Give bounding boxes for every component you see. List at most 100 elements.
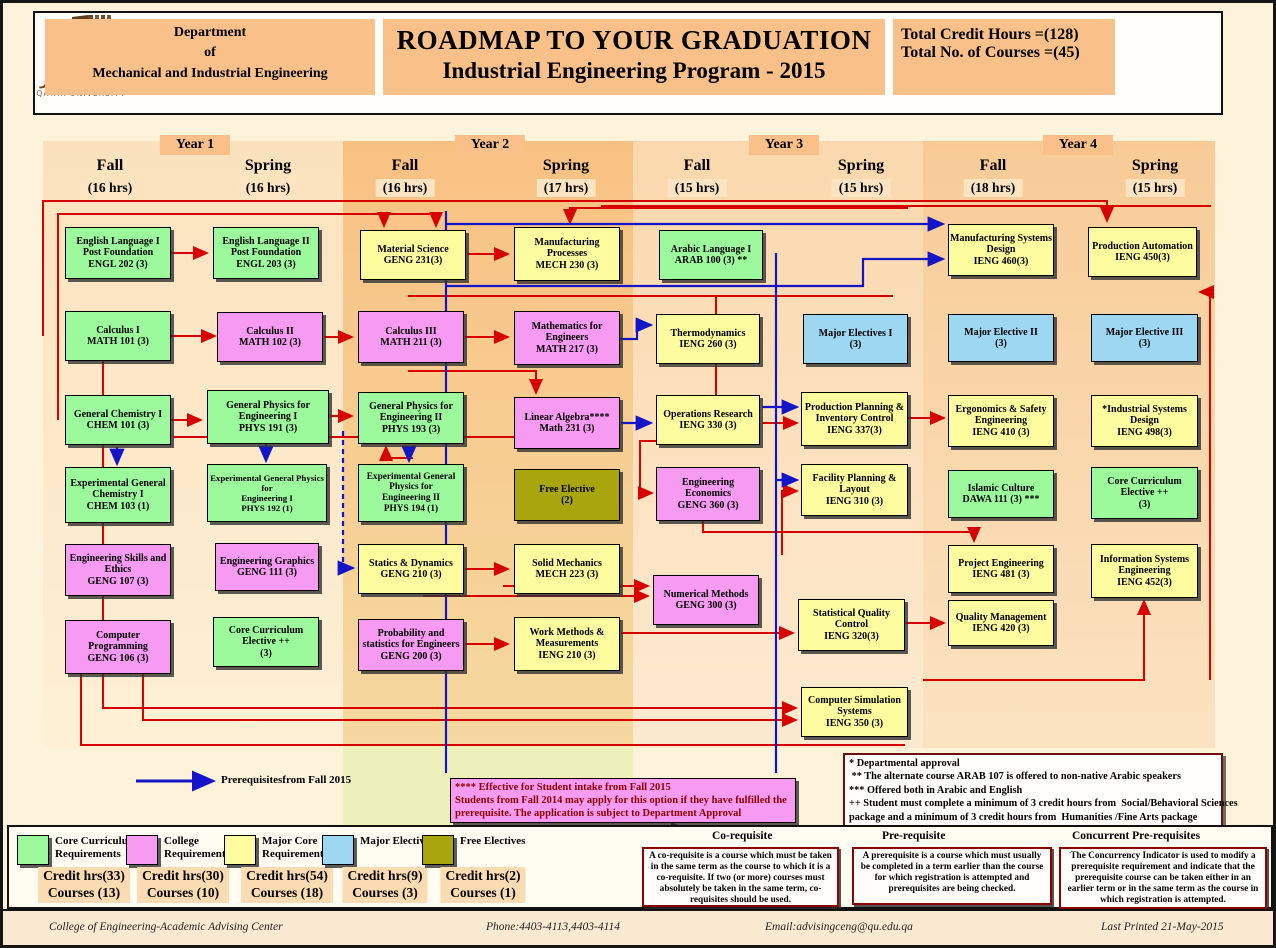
term-label-2: Fall bbox=[391, 157, 419, 174]
term-label-3: Spring bbox=[542, 157, 590, 174]
course-geng200: Probability and statistics for Engineers… bbox=[358, 619, 464, 671]
term-label-4: Fall bbox=[683, 157, 711, 174]
footnote-line-0: * Departmental approval bbox=[849, 758, 960, 769]
prerequisite-arrow-12 bbox=[563, 207, 908, 225]
prerequisite-arrow-15 bbox=[408, 370, 543, 395]
arrow-legend-name-1: Pre-requisite bbox=[882, 830, 946, 842]
program-subtitle: Industrial Engineering Program - 2015 bbox=[442, 58, 826, 83]
footer-last-printed: Last Printed 21-May-2015 bbox=[1101, 921, 1224, 933]
legend-category-credits-1: Credit hrs(30) Courses (10) bbox=[137, 867, 229, 903]
legend-swatch-p bbox=[126, 835, 158, 865]
prerequisite-arrow-9 bbox=[42, 200, 1114, 336]
course-geng111: Engineering Graphics GENG 111 (3) bbox=[215, 543, 319, 591]
course-major-elective-3: Major Elective III (3) bbox=[1091, 314, 1198, 362]
linear-algebra-note: **** Effective for Student intake from F… bbox=[450, 778, 796, 824]
legend-category-label-0: Core Curriculum Requirements bbox=[55, 835, 137, 861]
prerequisite-arrows-layer bbox=[42, 200, 1214, 852]
term-hours-3: (17 hrs) bbox=[536, 179, 596, 197]
course-ieng260: Thermodynamics IENG 260 (3) bbox=[656, 314, 760, 364]
course-geng231: Material Science GENG 231(3) bbox=[360, 230, 466, 280]
course-mech223: Solid Mechanics MECH 223 (3) bbox=[514, 544, 620, 594]
term-hours-2: (16 hrs) bbox=[375, 179, 435, 197]
term-label-0: Fall bbox=[96, 157, 124, 174]
course-arab100: Arabic Language I ARAB 100 (3) ** bbox=[659, 230, 763, 280]
footnote-line-3: ++ Student must complete a minimum of 3 … bbox=[849, 798, 1238, 810]
term-label-7: Spring bbox=[1131, 157, 1179, 174]
legend-category-label-1: College Requirements bbox=[164, 835, 230, 861]
prerequisite-arrow-11 bbox=[384, 212, 443, 228]
course-math211: Calculus III MATH 211 (3) bbox=[358, 311, 464, 363]
course-ieng350: Computer Simulation Systems IENG 350 (3) bbox=[801, 687, 908, 737]
course-ieng337: Production Planning & Inventory Control … bbox=[801, 392, 908, 446]
course-free-elective: Free Elective (2) bbox=[514, 469, 620, 521]
legend-swatch-g bbox=[17, 835, 49, 865]
term-hours-4: (15 hrs) bbox=[667, 179, 727, 197]
prerequisite-arrow-29 bbox=[80, 674, 905, 746]
legend-category-credits-2: Credit hrs(54) Courses (18) bbox=[241, 867, 333, 903]
legend-swatch-y bbox=[224, 835, 256, 865]
legend-category-label-2: Major Core Requirements bbox=[262, 835, 328, 861]
legend-category-label-4: Free Electives bbox=[460, 835, 526, 847]
department-title: Department of Mechanical and Industrial … bbox=[45, 19, 375, 95]
term-hours-1: (16 hrs) bbox=[238, 179, 298, 197]
term-label-5: Spring bbox=[837, 157, 885, 174]
year-label-4: Year 4 bbox=[1042, 135, 1114, 155]
legend-category-credits-3: Credit hrs(9) Courses (3) bbox=[342, 867, 428, 903]
prerequisite-arrow-28 bbox=[923, 599, 1151, 681]
year-label-3: Year 3 bbox=[748, 135, 820, 155]
course-phys194: Experimental General Physics for Enginee… bbox=[358, 464, 464, 522]
course-ieng420: Quality Management IENG 420 (3) bbox=[948, 600, 1054, 646]
course-ieng481: Project Engineering IENG 481 (3) bbox=[948, 545, 1054, 593]
prerequisite-arrow-18 bbox=[781, 484, 799, 555]
course-phys191: General Physics for Engineering I PHYS 1… bbox=[207, 390, 329, 444]
prerequisite-arrow-26 bbox=[702, 521, 981, 543]
legend-category-credits-0: Credit hrs(33) Courses (13) bbox=[38, 867, 130, 903]
term-hours-5: (15 hrs) bbox=[831, 179, 891, 197]
term-label-1: Spring bbox=[244, 157, 292, 174]
course-ieng320: Statistical Quality Control IENG 320(3) bbox=[798, 599, 905, 651]
arrow-legend-desc-0: A co-requisite is a course which must be… bbox=[642, 847, 839, 907]
footnote-line-1: ** The alternate course ARAB 107 is offe… bbox=[849, 771, 1181, 783]
term-label-6: Fall bbox=[979, 157, 1007, 174]
course-ieng498: *Industrial Systems Design IENG 498(3) bbox=[1091, 395, 1198, 447]
course-math217: Mathematics for Engineers MATH 217 (3) bbox=[514, 311, 620, 365]
edge-44 bbox=[337, 431, 356, 576]
course-ieng410: Ergonomics & Safety Engineering IENG 410… bbox=[948, 395, 1054, 447]
course-engl203: English Language II Post Foundation ENGL… bbox=[213, 227, 319, 279]
prerequisite-arrow-27 bbox=[1198, 285, 1214, 680]
term-hours-0: (16 hrs) bbox=[80, 179, 140, 197]
course-geng300: Numerical Methods GENG 300 (3) bbox=[653, 575, 759, 625]
course-math102: Calculus II MATH 102 (3) bbox=[217, 312, 323, 362]
course-geng210: Statics & Dynamics GENG 210 (3) bbox=[358, 544, 464, 594]
footnote-line-4: package and a minimum of 3 credit hours … bbox=[849, 811, 1198, 823]
arrow-legend-desc-1: A prerequisite is a course which must us… bbox=[852, 847, 1052, 905]
course-math231: Linear Algebra**** Math 231 (3) bbox=[514, 397, 620, 449]
course-dawa111: Islamic Culture DAWA 111 (3) *** bbox=[948, 470, 1054, 518]
course-major-elective-1: Major Electives I (3) bbox=[803, 314, 908, 364]
footnotes-box: * Departmental approval ** The alternate… bbox=[843, 753, 1238, 828]
course-geng106: Computer Programming GENG 106 (3) bbox=[65, 620, 171, 674]
totals-box: Total Credit Hours =(128) Total No. of C… bbox=[893, 19, 1115, 95]
term-hours-6: (18 hrs) bbox=[963, 179, 1023, 197]
course-cce1: Core Curriculum Elective ++ (3) bbox=[213, 617, 319, 667]
footer-phone: Phone:4403-4113,4403-4114 bbox=[486, 921, 621, 933]
year-label-2: Year 2 bbox=[454, 135, 526, 155]
course-cce2: Core Curriculum Elective ++ (3) bbox=[1091, 467, 1198, 519]
course-ieng460: Manufacturing Systems Design IENG 460(3) bbox=[948, 224, 1054, 276]
prerequisite-arrow-16 bbox=[638, 296, 717, 500]
footnote-line-2: *** Offered both in Arabic and English bbox=[849, 784, 1023, 796]
course-math101: Calculus I MATH 101 (3) bbox=[65, 311, 171, 361]
header: Department of Mechanical and Industrial … bbox=[33, 11, 1223, 115]
course-geng360: Engineering Economics GENG 360 (3) bbox=[656, 467, 760, 521]
course-geng107: Engineering Skills and Ethics GENG 107 (… bbox=[65, 544, 171, 596]
course-ieng452: Information Systems Engineering IENG 452… bbox=[1091, 544, 1198, 598]
edge-34 bbox=[446, 251, 946, 288]
course-ieng210: Work Methods & Measurements IENG 210 (3) bbox=[514, 617, 620, 671]
term-hours-7: (15 hrs) bbox=[1125, 179, 1185, 197]
footer-center-name: College of Engineering-Academic Advising… bbox=[49, 921, 283, 933]
course-major-elective-2: Major Elective II (3) bbox=[948, 314, 1054, 362]
course-engl202: English Language I Post Foundation ENGL … bbox=[65, 227, 171, 279]
course-ieng450: Production Automation IENG 450(3) bbox=[1088, 227, 1197, 277]
